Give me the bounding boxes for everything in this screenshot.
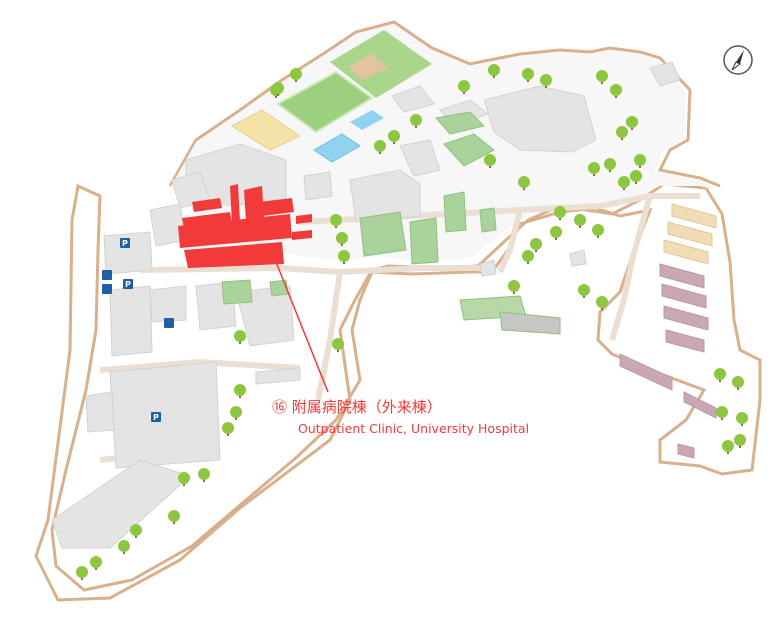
- callout-leader: [275, 261, 329, 393]
- tree-icon: [76, 566, 88, 580]
- tree-icon: [488, 64, 500, 78]
- tree-icon: [130, 524, 142, 538]
- tree-icon: [338, 250, 350, 264]
- callout-label: ⑯ 附属病院棟（外来棟） Outpatient Clinic, Universi…: [272, 398, 529, 437]
- callout-name-jp: 附属病院棟（外来棟）: [291, 398, 442, 416]
- parking-icon: [120, 238, 130, 248]
- tree-icon: [734, 434, 746, 448]
- callout-name-en: Outpatient Clinic, University Hospital: [298, 421, 530, 436]
- tree-icon: [596, 296, 608, 310]
- tree-icon: [508, 280, 520, 294]
- tree-icon: [616, 126, 628, 140]
- tree-icon: [518, 176, 530, 190]
- pool-2: [350, 110, 384, 130]
- car-icon: [102, 284, 112, 294]
- tree-icon: [550, 226, 562, 240]
- tree-icon: [178, 472, 190, 486]
- tree-icon: [554, 206, 566, 220]
- tree-icon: [736, 412, 748, 426]
- campus-fill-north: [170, 24, 716, 262]
- tree-icon: [588, 162, 600, 176]
- callout-title-jp: ⑯ 附属病院棟（外来棟）: [272, 398, 529, 417]
- tree-icon: [290, 68, 302, 82]
- apartments: [619, 203, 717, 459]
- compass-icon: [723, 45, 753, 75]
- tree-icon: [592, 224, 604, 238]
- tree-icon: [522, 250, 534, 264]
- tree-icon: [234, 330, 246, 344]
- parking-icon: [123, 279, 133, 289]
- tree-icon: [716, 406, 728, 420]
- tree-icon: [374, 140, 386, 154]
- tree-icon: [330, 214, 342, 228]
- parking-letter: P: [153, 413, 159, 422]
- tree-icon: [222, 422, 234, 436]
- tree-icon: [540, 74, 552, 88]
- tree-icon: [630, 170, 642, 184]
- tree-icon: [332, 338, 344, 352]
- tree-icon: [604, 158, 616, 172]
- bus-icon: [102, 270, 112, 280]
- tree-icon: [530, 238, 542, 252]
- tree-icon: [722, 440, 734, 454]
- parking-icon: [151, 412, 161, 422]
- highlighted-building[interactable]: [178, 184, 312, 268]
- tree-icon: [714, 368, 726, 382]
- tree-icon: [168, 510, 180, 524]
- tree-icon: [578, 284, 590, 298]
- parking-letter: P: [122, 239, 128, 248]
- tree-icon: [634, 154, 646, 168]
- tree-icon: [410, 114, 422, 128]
- buildings: [51, 61, 681, 549]
- tree-icon: [732, 376, 744, 390]
- green-buildings: [221, 111, 561, 335]
- parking-letter: P: [125, 280, 131, 289]
- tree-icon: [234, 384, 246, 398]
- bike-icon: [164, 318, 174, 328]
- tree-icon: [458, 80, 470, 94]
- parking-signs: [102, 238, 174, 422]
- tree-icon: [484, 154, 496, 168]
- swimming-pool: [313, 133, 361, 163]
- tree-icon: [90, 556, 102, 570]
- baseball-infield: [348, 54, 388, 80]
- tree-icon: [618, 176, 630, 190]
- callout-number: ⑯: [272, 398, 288, 416]
- tree-icon: [388, 130, 400, 144]
- tennis-court: [231, 109, 302, 151]
- tree-icon: [522, 68, 534, 82]
- tree-icon: [596, 70, 608, 84]
- tree-icon: [230, 406, 242, 420]
- tree-icon: [272, 82, 284, 96]
- tree-icon: [626, 116, 638, 130]
- parking-letters: P P P: [122, 239, 159, 422]
- trees: [76, 64, 748, 580]
- tree-icon: [336, 232, 348, 246]
- athletic-field: [276, 70, 374, 134]
- tree-icon: [574, 214, 586, 228]
- tree-icon: [198, 468, 210, 482]
- tree-icon: [610, 84, 622, 98]
- tree-icon: [118, 540, 130, 554]
